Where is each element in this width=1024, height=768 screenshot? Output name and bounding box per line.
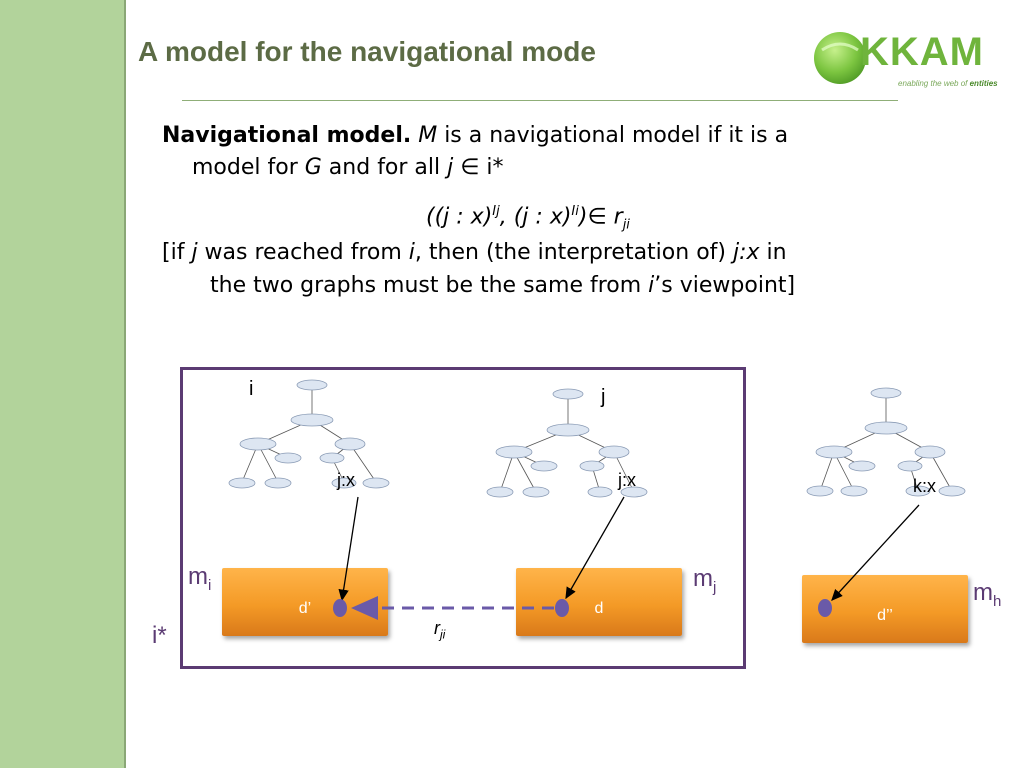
arrow-kx-to-d-double-prime bbox=[831, 504, 920, 601]
arrow-jx-to-d bbox=[565, 496, 625, 600]
node-label-jx-j: j:x bbox=[618, 470, 636, 490]
node-label-kx: k:x bbox=[913, 476, 937, 496]
graph-h bbox=[806, 387, 966, 497]
logo-globe-icon bbox=[814, 32, 866, 84]
definition-note-line-1: [if j was reached from i, then (the inte… bbox=[162, 240, 787, 265]
graph-j bbox=[486, 388, 648, 498]
model-label-mi: mi bbox=[188, 563, 212, 594]
graph-i-label: i bbox=[249, 378, 254, 400]
dot-d bbox=[555, 599, 569, 617]
title-divider bbox=[182, 100, 898, 101]
relation-label-rji: rji bbox=[434, 618, 446, 642]
sidebar-strip bbox=[0, 0, 126, 768]
istar-frame bbox=[180, 367, 746, 669]
istar-label: i* bbox=[152, 622, 167, 649]
node-label-jx-i: j:x bbox=[337, 470, 355, 490]
model-label-mh: mh bbox=[973, 579, 1002, 610]
arrow-jx-to-d-prime bbox=[338, 496, 359, 602]
graph-i bbox=[228, 379, 390, 489]
domain-element-d-prime: d’ bbox=[298, 600, 312, 617]
logo-tagline: enabling the web of entities bbox=[898, 79, 998, 88]
dot-d-prime bbox=[333, 599, 347, 617]
slide-title: A model for the navigational mode bbox=[138, 36, 596, 67]
definition-formula: ((j : x)Ij, (j : x)Ii)∈ rji bbox=[426, 204, 630, 233]
definition-note-line-2: the two graphs must be the same from i’s… bbox=[210, 273, 796, 298]
definition-line-1: Navigational model. M is a navigational … bbox=[162, 123, 789, 148]
logo-word: KKAM bbox=[860, 30, 984, 74]
dot-d-double-prime bbox=[818, 599, 832, 617]
domain-element-d-double-prime: d’’ bbox=[877, 607, 893, 624]
model-label-mj: mj bbox=[693, 565, 717, 596]
okkam-logo: KKAM enabling the web of entities bbox=[812, 28, 998, 92]
definition-line-2: model for G and for all j ∈ i* bbox=[192, 155, 504, 180]
domain-box-mj: d bbox=[516, 568, 682, 636]
domain-element-d: d bbox=[594, 600, 604, 617]
graph-j-label: j bbox=[601, 386, 606, 408]
